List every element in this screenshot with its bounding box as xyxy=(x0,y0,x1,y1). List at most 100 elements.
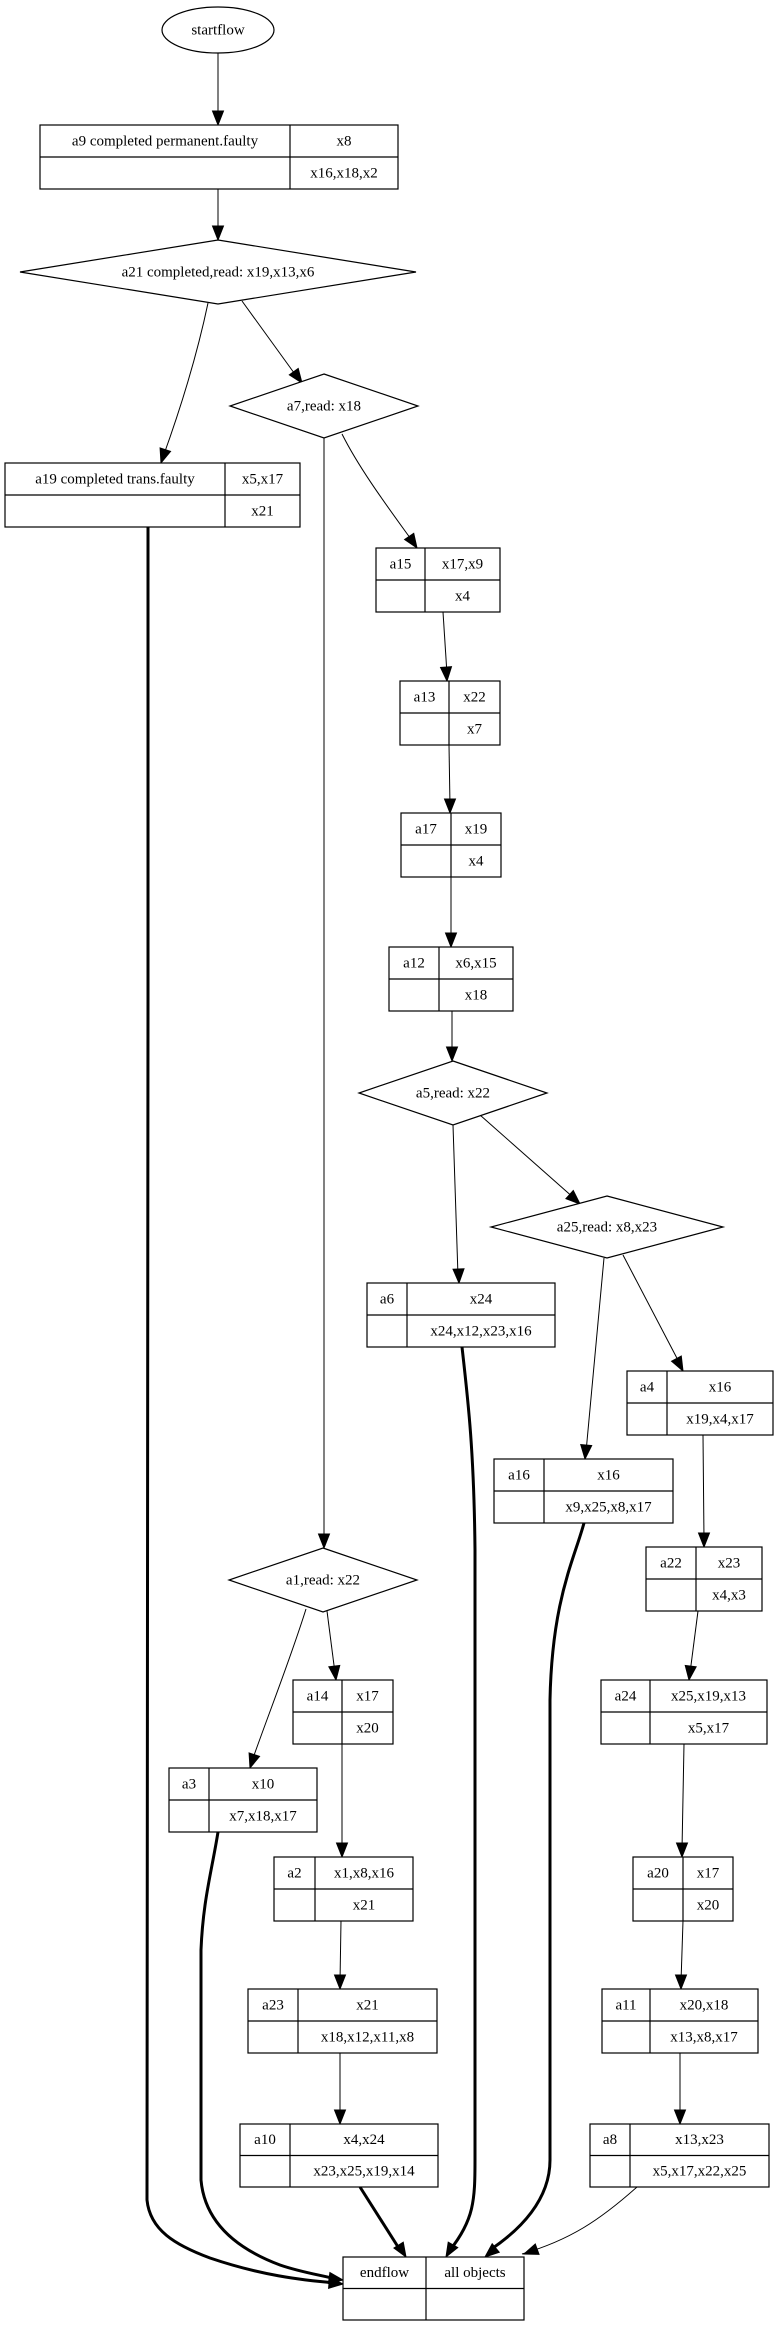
arrowhead-icon xyxy=(483,2242,501,2258)
activity-writes: x1,x8,x16 xyxy=(334,1865,395,1881)
edge-line xyxy=(145,527,337,2285)
activity-a10[interactable]: a10 x4,x24 x23,x25,x19,x14 xyxy=(239,2123,439,2188)
activity-name: a13 xyxy=(414,689,436,705)
activity-reads: x19,x4,x17 xyxy=(686,1411,754,1427)
arrowhead-icon xyxy=(565,1189,582,1205)
arrowhead-icon xyxy=(673,2109,687,2126)
activity-writes: x23 xyxy=(718,1555,741,1571)
nodes-layer: startflow a21 completed,read: x19,x13,x6 a… xyxy=(4,6,774,2321)
decision-label: a21 completed,read: x19,x13,x6 xyxy=(122,264,315,280)
decision-a25[interactable]: a25,read: x8,x23 xyxy=(488,1195,726,1259)
edge-a11-to-a8 xyxy=(673,2053,687,2126)
decision-label: a25,read: x8,x23 xyxy=(557,1219,657,1235)
edge-a5-to-a25 xyxy=(479,1114,582,1205)
decision-label: a7,read: x18 xyxy=(287,398,361,414)
edge-a7-to-a15 xyxy=(341,433,418,550)
arrowhead-icon xyxy=(670,1355,684,1373)
start-ellipse xyxy=(161,6,275,54)
edge-a10-to-endflow xyxy=(358,2186,407,2259)
activity-reads: x18 xyxy=(465,987,488,1003)
edge-a6-to-endflow xyxy=(445,1346,477,2259)
activity-name: a17 xyxy=(415,821,437,837)
edge-line xyxy=(358,2186,402,2251)
activity-name: a11 xyxy=(615,1997,636,2013)
arrowhead-icon xyxy=(443,798,457,815)
edge-a9-to-a21 xyxy=(211,189,225,242)
node-startflow[interactable]: startflow xyxy=(161,6,275,54)
activity-reads: x7 xyxy=(467,721,483,737)
end-label: endflow xyxy=(360,2265,409,2281)
activity-reads: x5,x17,x22,x25 xyxy=(653,2164,747,2180)
edge-line xyxy=(448,1346,477,2251)
activity-writes: x21 xyxy=(356,1997,379,2013)
edge-line xyxy=(622,1254,681,1365)
edge-a1-to-a3 xyxy=(248,1608,307,1770)
activity-name: a10 xyxy=(254,2132,276,2148)
edge-a25-to-a4 xyxy=(622,1254,684,1373)
edge-a25-to-a16 xyxy=(580,1257,605,1461)
edge-a24-to-a20 xyxy=(675,1743,689,1859)
decision-a21[interactable]: a21 completed,read: x19,x13,x6 xyxy=(19,239,417,305)
activity-reads: x23,x25,x19,x14 xyxy=(313,2164,415,2180)
edge-line xyxy=(489,1522,586,2252)
decision-a1[interactable]: a1,read: x22 xyxy=(227,1547,419,1613)
arrowhead-icon xyxy=(580,1444,593,1461)
edge-line xyxy=(479,1114,576,1200)
activity-reads: x20 xyxy=(356,1720,379,1736)
activity-reads: x24,x12,x23,x16 xyxy=(430,1323,532,1339)
activity-writes: x8 xyxy=(337,133,352,149)
edge-a20-to-a11 xyxy=(674,1920,688,1991)
decision-diamond xyxy=(488,1195,726,1259)
arrowhead-icon xyxy=(288,367,303,385)
activity-name: a19 completed trans.faulty xyxy=(35,471,195,487)
edge-a21-to-a19 xyxy=(159,302,209,465)
decision-a5[interactable]: a5,read: x22 xyxy=(357,1060,549,1126)
edge-line xyxy=(448,744,451,807)
arrowhead-icon xyxy=(327,2271,345,2285)
activity-name: a14 xyxy=(307,1688,329,1704)
edge-a1-to-a14 xyxy=(326,1610,341,1682)
activity-writes: x4,x24 xyxy=(343,2132,385,2148)
edge-a3-to-endflow xyxy=(199,1831,345,2285)
activity-name: a4 xyxy=(640,1379,655,1395)
decision-a7[interactable]: a7,read: x18 xyxy=(228,373,420,439)
activity-reads: x9,x25,x8,x17 xyxy=(565,1499,652,1515)
arrowhead-icon xyxy=(445,2241,459,2259)
activity-name: a6 xyxy=(380,1291,395,1307)
activity-reads: x16,x18,x2 xyxy=(310,165,378,181)
activity-reads: x4 xyxy=(469,853,485,869)
activity-writes: x6,x15 xyxy=(455,955,496,971)
decision-label: a1,read: x22 xyxy=(286,1572,360,1588)
activity-writes: x17 xyxy=(697,1865,720,1881)
edge-startflow-to-a9 xyxy=(211,53,225,127)
edge-a13-to-a17 xyxy=(443,744,457,815)
arrowhead-icon xyxy=(335,1842,349,1859)
edge-a7-to-a1 xyxy=(317,438,331,1550)
arrowhead-icon xyxy=(328,1664,341,1682)
activity-reads: x5,x17 xyxy=(688,1720,730,1736)
arrowhead-icon xyxy=(333,2109,347,2126)
activity-reads: x13,x8,x17 xyxy=(670,2029,738,2045)
arrowhead-icon xyxy=(317,1533,331,1550)
arrowhead-icon xyxy=(684,1664,697,1682)
edge-a22-to-a24 xyxy=(684,1610,699,1682)
